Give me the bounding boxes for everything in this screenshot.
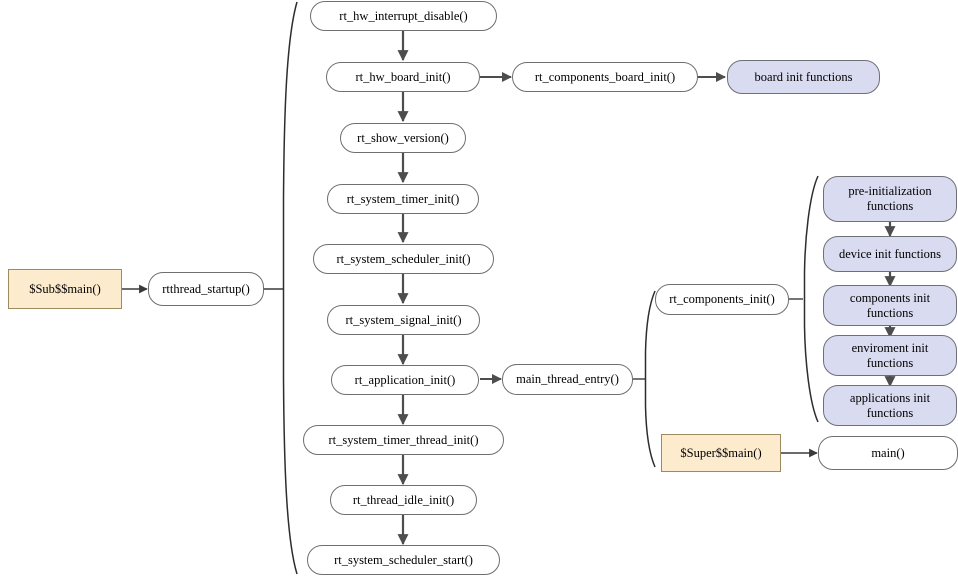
node-rt-application-init[interactable]: rt_application_init() (331, 365, 479, 395)
node-device-init-functions[interactable]: device init functions (823, 236, 957, 272)
node-board-init-functions[interactable]: board init functions (727, 60, 880, 94)
node-sub-main[interactable]: $Sub$$main() (8, 269, 122, 309)
node-rt-system-signal-init-label: rt_system_signal_init() (345, 312, 462, 327)
node-components-init-functions[interactable]: components init functions (823, 285, 957, 326)
node-pre-initialization-functions-line2: functions (866, 199, 914, 213)
node-device-init-functions-label: device init functions (838, 246, 942, 261)
node-applications-init-functions-line2: functions (866, 405, 914, 420)
node-rt-hw-interrupt-disable[interactable]: rt_hw_interrupt_disable() (310, 1, 497, 31)
node-main-thread-entry[interactable]: main_thread_entry() (502, 364, 633, 395)
node-rt-system-scheduler-start-label: rt_system_scheduler_start() (334, 552, 473, 567)
brace-components-init (803, 175, 819, 423)
node-super-main[interactable]: $Super$$main() (661, 434, 781, 472)
node-main-label: main() (871, 445, 905, 460)
node-rtthread-startup-label: rtthread_startup() (162, 281, 250, 296)
node-main[interactable]: main() (818, 436, 958, 470)
node-board-init-functions-label: board init functions (754, 69, 853, 84)
node-rt-application-init-label: rt_application_init() (354, 372, 456, 387)
node-enviroment-init-functions[interactable]: enviroment init functions (823, 335, 957, 376)
node-rt-thread-idle-init[interactable]: rt_thread_idle_init() (330, 485, 477, 515)
node-rtthread-startup[interactable]: rtthread_startup() (148, 272, 264, 306)
node-pre-initialization-functions-line1: pre-initialization (848, 184, 932, 199)
node-rt-system-scheduler-start[interactable]: rt_system_scheduler_start() (307, 545, 500, 575)
node-rt-show-version[interactable]: rt_show_version() (340, 123, 466, 153)
node-main-thread-entry-label: main_thread_entry() (516, 372, 619, 387)
node-super-main-label: $Super$$main() (680, 445, 762, 460)
node-rt-system-scheduler-init-label: rt_system_scheduler_init() (336, 251, 471, 266)
node-applications-init-functions-line1: applications init (849, 390, 931, 405)
node-rt-system-scheduler-init[interactable]: rt_system_scheduler_init() (313, 244, 494, 274)
node-components-init-functions-line1: components init (849, 290, 931, 305)
node-pre-initialization-functions[interactable]: pre-initialization functions (823, 176, 957, 222)
node-rt-thread-idle-init-label: rt_thread_idle_init() (352, 492, 455, 507)
node-enviroment-init-functions-line1: enviroment init (851, 340, 929, 355)
node-rt-hw-board-init[interactable]: rt_hw_board_init() (326, 62, 480, 92)
node-applications-init-functions[interactable]: applications init functions (823, 385, 957, 426)
node-sub-main-label: $Sub$$main() (29, 281, 101, 296)
node-rt-system-timer-thread-init[interactable]: rt_system_timer_thread_init() (303, 425, 504, 455)
node-rt-hw-interrupt-disable-label: rt_hw_interrupt_disable() (339, 8, 468, 23)
brace-main-thread-entry (644, 290, 656, 468)
node-rt-components-board-init-label: rt_components_board_init() (534, 69, 676, 84)
node-rt-system-timer-init[interactable]: rt_system_timer_init() (327, 184, 479, 214)
node-rt-components-board-init[interactable]: rt_components_board_init() (512, 62, 698, 92)
node-rt-system-timer-thread-init-label: rt_system_timer_thread_init() (328, 432, 479, 447)
node-enviroment-init-functions-line2: functions (866, 355, 914, 370)
node-rt-hw-board-init-label: rt_hw_board_init() (355, 69, 451, 84)
node-components-init-functions-line2: functions (866, 305, 914, 320)
node-rt-components-init[interactable]: rt_components_init() (655, 284, 789, 315)
brace-startup-chain (282, 1, 298, 575)
node-rt-system-signal-init[interactable]: rt_system_signal_init() (327, 305, 480, 335)
node-rt-components-init-label: rt_components_init() (669, 292, 775, 307)
node-rt-show-version-label: rt_show_version() (357, 130, 449, 145)
node-rt-system-timer-init-label: rt_system_timer_init() (346, 191, 460, 206)
